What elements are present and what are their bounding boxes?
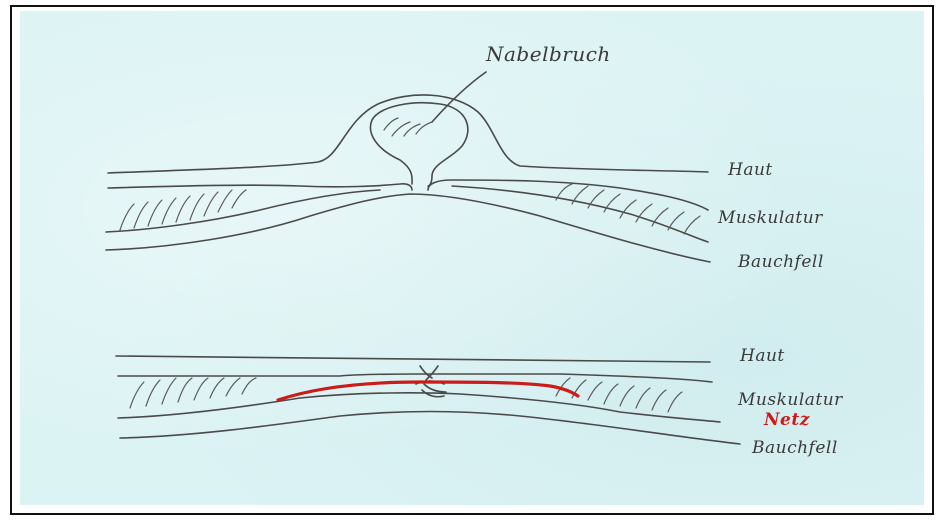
bottom-label-muskulatur: Muskulatur	[738, 390, 843, 410]
bottom-skin-line	[116, 356, 710, 362]
hernia-sac-hatching	[384, 118, 432, 136]
top-label-bauchfell: Bauchfell	[738, 252, 824, 272]
hernia-sac	[370, 103, 467, 186]
bottom-label-netz: Netz	[764, 410, 810, 430]
bottom-label-bauchfell: Bauchfell	[752, 438, 838, 458]
top-subskin-line-right	[428, 180, 708, 210]
top-label-haut: Haut	[728, 160, 773, 180]
mesh-line	[278, 382, 578, 400]
top-muscle-line	[106, 190, 380, 232]
nabelbruch-leader-line	[432, 72, 486, 122]
top-subskin-line-left	[108, 184, 412, 190]
top-diagram	[106, 72, 710, 262]
top-skin-line	[108, 95, 708, 173]
top-muscle-line-right	[452, 186, 708, 242]
bottom-muscle-hatching-left	[130, 378, 256, 408]
callout-nabelbruch: Nabelbruch	[486, 42, 611, 66]
bottom-peritoneum-line	[120, 412, 740, 445]
bottom-diagram	[116, 356, 740, 444]
bottom-label-haut: Haut	[740, 346, 785, 366]
bottom-muscle-line	[118, 393, 720, 422]
top-label-muskulatur: Muskulatur	[718, 208, 823, 228]
